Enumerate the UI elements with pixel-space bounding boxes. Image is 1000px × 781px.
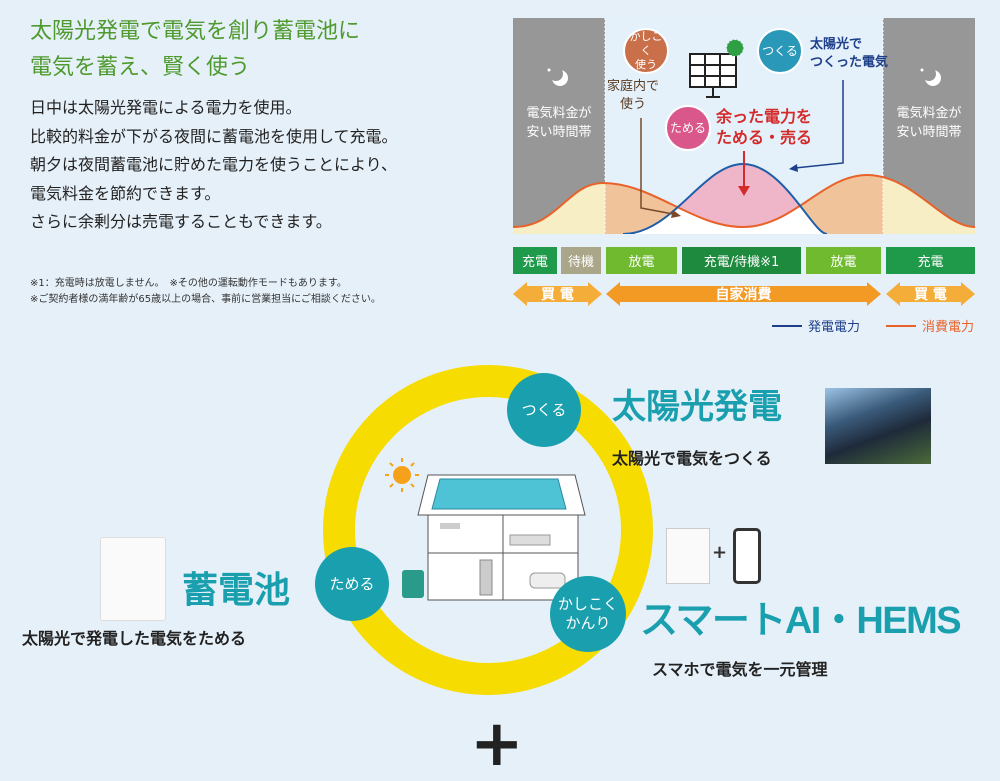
battery-unit-image <box>100 537 166 621</box>
footnotes: ※1：充電時は放電しません。 ※その他の運転動作モードもあります。 ※ご契約者様… <box>30 278 381 305</box>
mode-3: 充電/待機※1 <box>682 247 801 274</box>
consumption-line <box>513 173 975 229</box>
katei-label: 家庭内で 使う <box>607 79 660 112</box>
down-arrow-icon <box>738 186 750 196</box>
tameru-circle: ためる <box>315 547 389 621</box>
consumption-area <box>513 175 975 234</box>
plus-icon: + <box>470 707 524 781</box>
kashikoku-badge: かしこく 使う <box>623 28 669 74</box>
legend-consumption: 消費電力 <box>886 316 974 335</box>
generation-line <box>622 162 828 234</box>
hems-subtitle: スマホで電気を一元管理 <box>652 660 828 679</box>
buy-arrow-left: 買 電 <box>513 282 602 306</box>
smartphone-image <box>733 528 761 584</box>
kanri-circle: かしこく かんり <box>550 576 626 652</box>
cheap-time-label-right: 電気料金が 安い時間帯 <box>896 106 962 140</box>
sun-icon <box>726 39 744 57</box>
battery-title: 蓄電池 <box>182 570 291 611</box>
heading: 太陽光発電で電気を創り蓄電池に 電気を蓄え、賢く使う <box>30 19 361 80</box>
moon-icon-right <box>920 67 941 86</box>
moon-icon-left <box>547 67 568 86</box>
solar-panel-icon <box>689 53 737 98</box>
legend-gen-label: 発電電力 <box>808 320 861 335</box>
legend-gen-swatch <box>772 324 802 327</box>
mode-0: 充電 <box>513 247 557 274</box>
cheap-time-label-left: 電気料金が 安い時間帯 <box>526 106 592 140</box>
tsukuru-text: 太陽光で つくった電気 <box>810 37 889 70</box>
self-consumption-arrow: 自家消費 <box>606 282 881 306</box>
mode-2: 放電 <box>606 247 677 274</box>
tameru-text: 余った電力を ためる・売る <box>716 107 813 147</box>
legend-use-label: 消費電力 <box>922 320 975 335</box>
solar-title: 太陽光発電 <box>612 387 782 427</box>
mode-5: 充電 <box>886 247 975 274</box>
buy-arrow-right: 買 電 <box>886 282 975 306</box>
energy-curve-diagram <box>513 18 975 234</box>
hems-controller-image <box>666 528 710 584</box>
legend-generation: 発電電力 <box>772 316 860 335</box>
solar-subtitle: 太陽光で電気をつくる <box>612 449 772 468</box>
legend-use-swatch <box>886 324 916 327</box>
hems-title: スマートAI・HEMS <box>640 600 962 642</box>
description: 日中は太陽光発電による電力を使用。 比較的料金が下がる夜間に蓄電池を使用して充電… <box>30 98 398 231</box>
solar-panel-photo <box>825 388 931 464</box>
mode-4: 放電 <box>806 247 881 274</box>
mode-1: 待機 <box>561 247 601 274</box>
tsukuru-circle: つくる <box>507 373 581 447</box>
sun-icon <box>385 458 419 492</box>
plus-small: + <box>712 542 728 563</box>
battery-subtitle: 太陽光で発電した電気をためる <box>22 629 247 648</box>
battery-mini-icon <box>402 570 424 598</box>
tameru-badge: ためる <box>665 105 711 151</box>
house-illustration <box>385 458 586 601</box>
tsukuru-badge: つくる <box>757 28 803 74</box>
